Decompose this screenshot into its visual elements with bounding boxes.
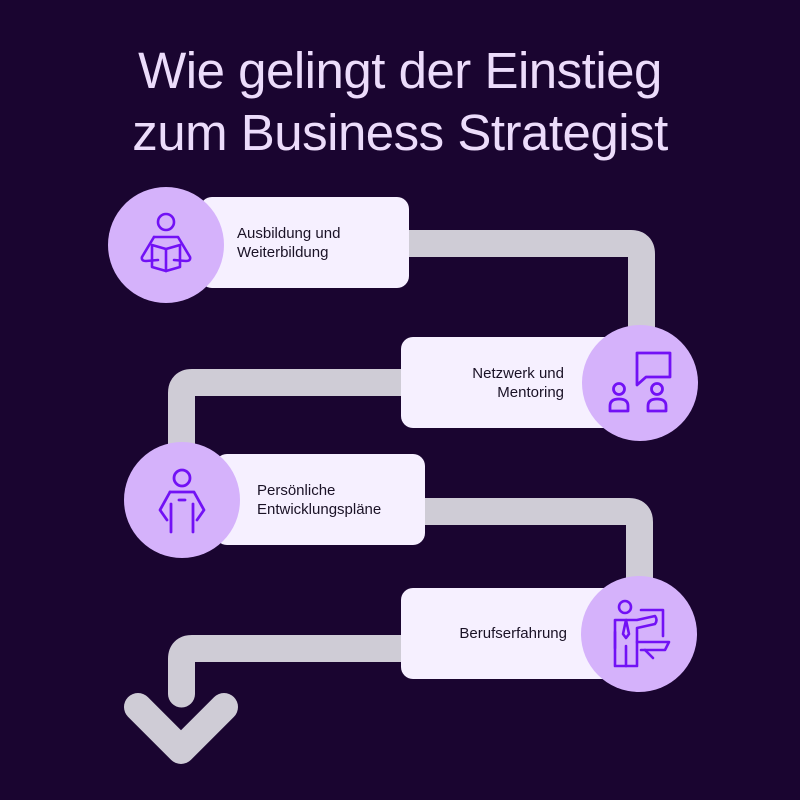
step-label-4: Berufserfahrung bbox=[459, 625, 567, 642]
title-line-2: zum Business Strategist bbox=[132, 104, 668, 161]
step-label-3: Persönliche Entwicklungspläne bbox=[257, 481, 382, 518]
connector-1-2 bbox=[400, 230, 655, 340]
step-card-1: Ausbildung und Weiterbildung bbox=[200, 197, 409, 288]
step-circle-3 bbox=[124, 442, 240, 558]
chevron-down-icon bbox=[124, 693, 238, 764]
mentoring-chat-icon bbox=[608, 351, 672, 413]
connector-3-4 bbox=[415, 498, 653, 590]
step-circle-1 bbox=[108, 187, 224, 303]
step-circle-4 bbox=[581, 576, 697, 692]
confident-person-icon bbox=[158, 468, 206, 534]
connector-2-3 bbox=[168, 369, 410, 460]
step-circle-2 bbox=[582, 325, 698, 441]
title-line-1: Wie gelingt der Einstieg bbox=[138, 42, 662, 99]
presenter-icon bbox=[613, 599, 671, 668]
reading-person-icon bbox=[140, 212, 192, 273]
page-title: Wie gelingt der Einstieg zum Business St… bbox=[0, 40, 800, 164]
connector-4-end bbox=[168, 635, 424, 708]
step-label-2: Netzwerk und Mentoring bbox=[472, 364, 564, 401]
step-card-3: Persönliche Entwicklungspläne bbox=[215, 454, 425, 545]
step-label-1: Ausbildung und Weiterbildung bbox=[237, 224, 341, 261]
